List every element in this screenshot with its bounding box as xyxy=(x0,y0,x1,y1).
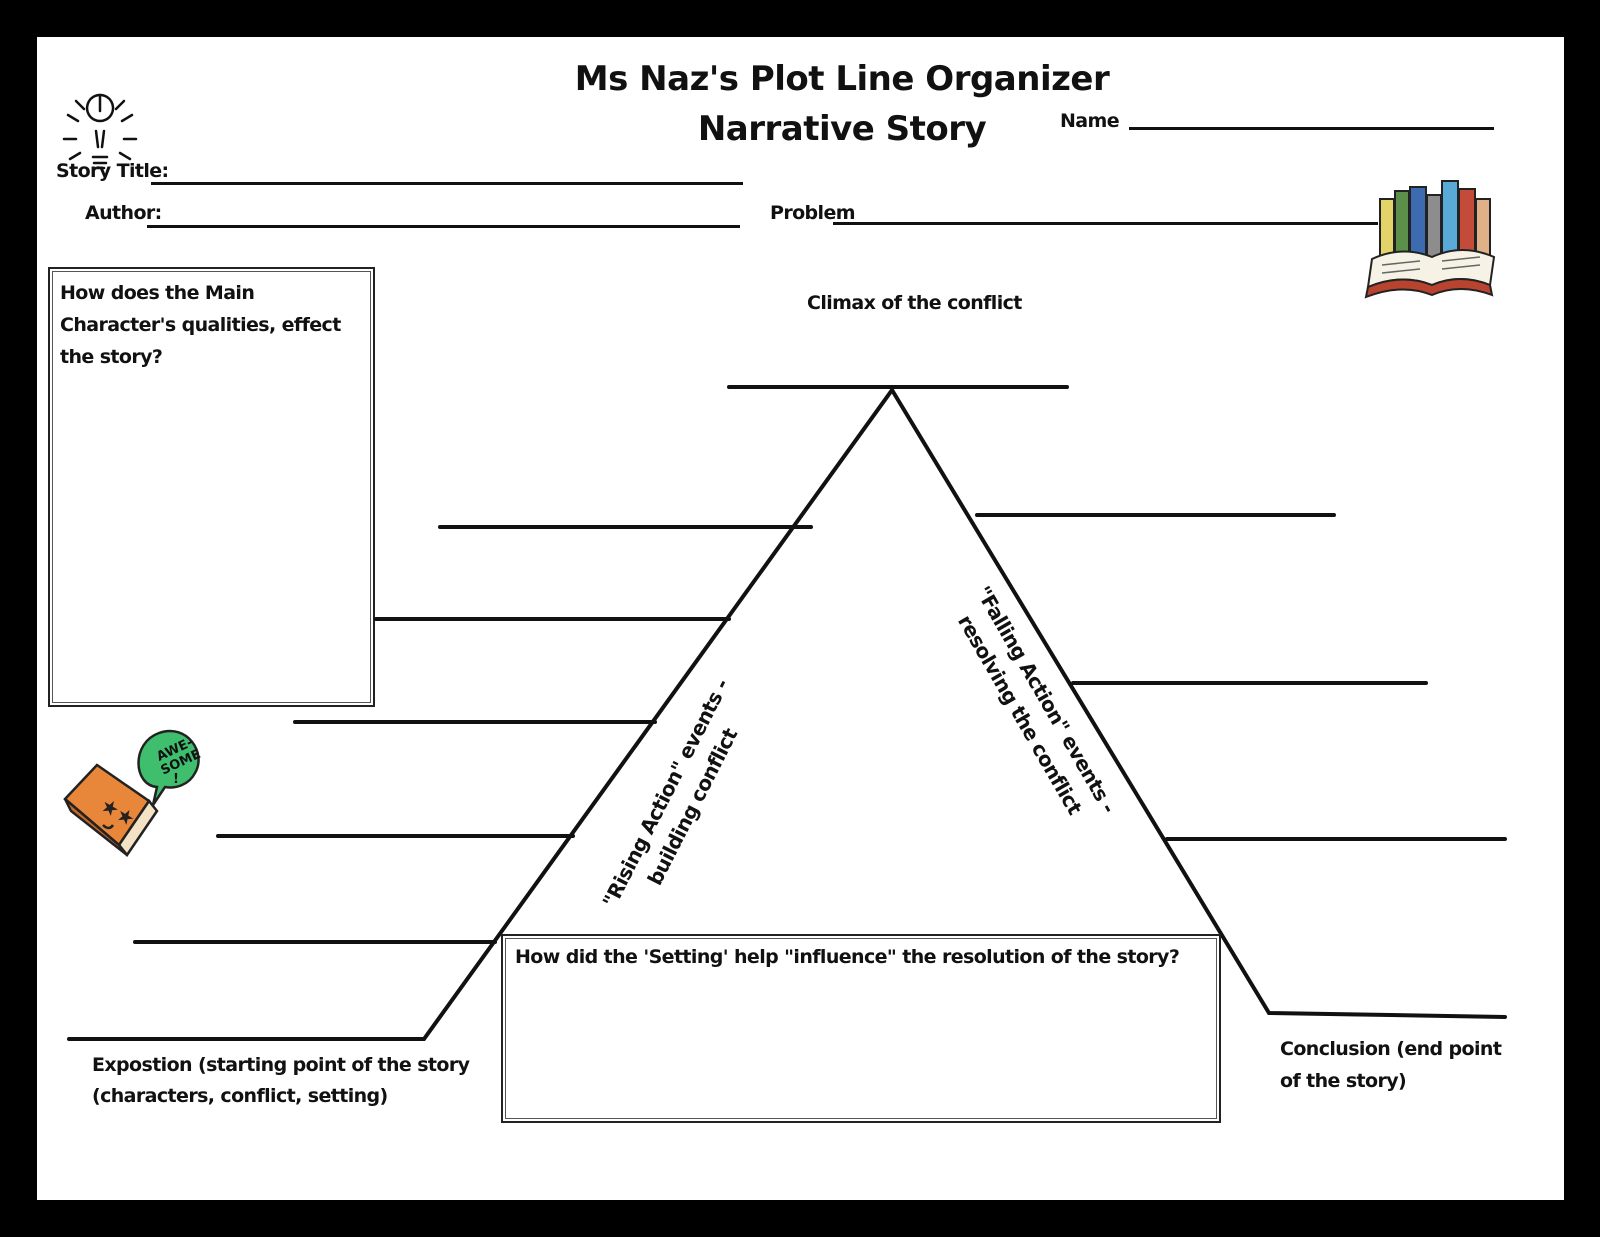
problem-field-line[interactable] xyxy=(833,222,1378,225)
setting-box[interactable]: How did the 'Setting' help "influence" t… xyxy=(501,934,1221,1123)
conclusion-line2: of the story) xyxy=(1280,1070,1407,1092)
svg-text:!: ! xyxy=(173,772,179,787)
lightbulb-icon xyxy=(62,93,138,170)
author-field-line[interactable] xyxy=(147,225,740,228)
worksheet-title: Ms Naz's Plot Line Organizer xyxy=(574,59,1110,99)
exposition-label: Expostion (starting point of the story (… xyxy=(92,1050,470,1112)
author-label: Author: xyxy=(85,202,162,224)
main-character-box[interactable]: How does the Main Character's qualities,… xyxy=(48,267,375,707)
rising-action-slope xyxy=(67,388,894,1041)
exposition-line2: (characters, conflict, setting) xyxy=(92,1085,388,1107)
conclusion-label: Conclusion (end point of the story) xyxy=(1280,1033,1502,1097)
main-character-question: How does the Main Character's qualities,… xyxy=(60,282,341,368)
books-stack-icon xyxy=(1364,180,1496,299)
worksheet: Ms Naz's Plot Line Organizer Narrative S… xyxy=(37,37,1564,1200)
awesome-book-icon: ★★ AWE- SOME ! xyxy=(63,729,203,858)
exposition-line1: Expostion (starting point of the story xyxy=(92,1054,470,1076)
climax-label: Climax of the conflict xyxy=(807,292,1022,314)
worksheet-subtitle: Narrative Story xyxy=(697,109,987,149)
conclusion-line1: Conclusion (end point xyxy=(1280,1038,1502,1060)
name-label: Name xyxy=(1060,110,1120,132)
story-title-label: Story Title: xyxy=(56,160,169,182)
story-title-field-line[interactable] xyxy=(151,182,743,185)
name-field-line[interactable] xyxy=(1129,127,1494,130)
setting-question: How did the 'Setting' help "influence" t… xyxy=(515,946,1180,968)
plot-diagram: ★★ AWE- SOME ! xyxy=(62,93,1507,1041)
falling-action-slope xyxy=(890,388,1507,1019)
problem-label: Problem xyxy=(770,202,856,224)
